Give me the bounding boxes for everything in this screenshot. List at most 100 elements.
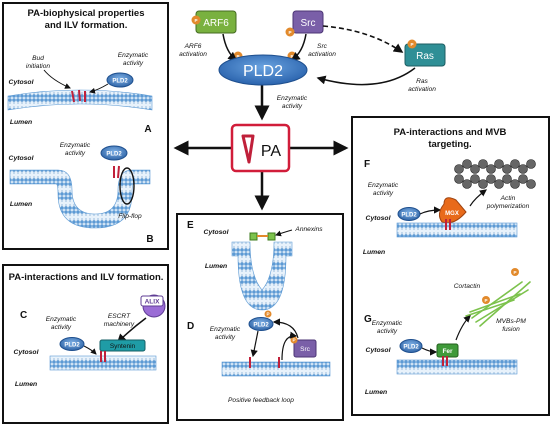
ras-activation-line1: Ras: [416, 78, 428, 85]
pa-lipids-g: [442, 356, 448, 366]
pld2-a: [106, 72, 134, 88]
pa-label: PA: [261, 143, 281, 160]
svg-text:PLD2: PLD2: [401, 213, 417, 219]
src-box-d: [293, 339, 317, 358]
svg-text:P: P: [266, 312, 269, 317]
annexins-label: Annexins: [294, 226, 323, 233]
pld2-ellipse: [218, 54, 308, 86]
phospho-icon: [407, 39, 417, 49]
e-lumen: Lumen: [205, 263, 227, 270]
f-enzymatic-line1: Enzymatic: [368, 182, 399, 189]
letter-a: A: [144, 124, 151, 135]
c-enzymatic-line2: activity: [51, 324, 72, 331]
svg-text:PLD2: PLD2: [112, 79, 128, 85]
flip-flop-arrow-icon: [119, 167, 135, 205]
ilv-title: PA-interactions and ILV formation.: [9, 272, 164, 283]
letter-f: F: [364, 159, 370, 170]
annexin-right: [267, 232, 276, 241]
a-lumen: Lumen: [10, 119, 32, 126]
src-activation-line1: Src: [317, 43, 328, 50]
panel-ilv-frame: [2, 264, 169, 424]
ras-activation-line2: activation: [408, 86, 436, 93]
g-enzymatic-line1: Enzymatic: [372, 320, 403, 327]
svg-text:PLD2: PLD2: [253, 323, 269, 329]
bud-initiation-line2: initiation: [26, 63, 51, 70]
b-enzymatic-line2: activity: [65, 150, 86, 157]
letter-b: B: [146, 234, 153, 245]
cortactin-fibers-icon: [465, 281, 531, 327]
a-enzymatic-line2: activity: [123, 60, 144, 67]
membrane-c: [49, 355, 157, 371]
pa-lipids-b: [113, 165, 120, 179]
f-cytosol: Cytosol: [366, 215, 391, 222]
panel-mvb: PA-interactions and MVB targeting. F Enz…: [363, 127, 536, 396]
letter-c: C: [20, 310, 27, 321]
pa-lipids-d: [249, 357, 280, 368]
membrane-f: [396, 222, 518, 238]
phospho-icon: [264, 310, 272, 318]
panel-biophysical-frame: [2, 2, 169, 250]
letter-g: G: [364, 314, 372, 325]
center-enzymatic-line2: activity: [282, 103, 303, 110]
escrt-line1: ESCRT: [108, 313, 131, 320]
mgx-blob: [438, 197, 467, 224]
b-lumen: Lumen: [10, 201, 32, 208]
phospho-icon: [482, 296, 490, 304]
b-cytosol: Cytosol: [9, 155, 34, 162]
panel-biophysical: PA-biophysical properties and ILV format…: [7, 8, 154, 245]
mvb-title-line2: targeting.: [428, 139, 471, 150]
svg-text:P: P: [194, 18, 197, 23]
c-enzymatic-line1: Enzymatic: [46, 316, 77, 323]
membrane-e: [231, 241, 293, 311]
panel-ilv: PA-interactions and ILV formation. ESCRT…: [9, 272, 166, 388]
membrane-d: [221, 361, 331, 377]
pa-lipids-f: [445, 219, 451, 230]
panel-d: D Enzymatic activity PLD2 Src P P Positi…: [187, 310, 331, 404]
bud-initiation-line1: Bud: [32, 55, 44, 62]
phospho-icon: [191, 15, 201, 25]
center-cluster: ARF6 Src Ras P P P P P PLD2 ARF6 activat…: [179, 10, 446, 173]
svg-text:P: P: [484, 298, 487, 303]
mvbs-fusion-line1: MVBs-PM: [496, 318, 526, 325]
svg-text:P: P: [513, 270, 516, 275]
c-cytosol: Cytosol: [14, 349, 39, 356]
svg-text:PLD2: PLD2: [106, 152, 122, 158]
svg-text:P: P: [410, 42, 413, 47]
membrane-g: [396, 359, 518, 375]
src-label-d: Src: [300, 346, 311, 353]
pa-lipid-icon: [241, 134, 255, 164]
arf6-label: ARF6: [203, 18, 229, 29]
cortactin-label: Cortactin: [454, 283, 481, 290]
actin-line1: Actin: [500, 195, 516, 202]
actin-line2: polymerization: [486, 203, 530, 210]
f-enzymatic-line2: activity: [373, 190, 394, 197]
fer-label: Fer: [442, 348, 453, 355]
biophysical-title-line1: PA-biophysical properties: [27, 8, 144, 19]
d-enzymatic-line2: activity: [215, 334, 236, 341]
a-enzymatic-line1: Enzymatic: [118, 52, 149, 59]
f-lumen: Lumen: [363, 249, 385, 256]
mvbs-fusion-line2: fusion: [502, 326, 520, 333]
phospho-icon: [511, 268, 519, 276]
d-enzymatic-line1: Enzymatic: [210, 326, 241, 333]
escrt-line2: machinery: [104, 321, 135, 328]
svg-text:PLD2: PLD2: [403, 345, 419, 351]
pld2-c: [59, 337, 85, 351]
pa-lipids-a: [71, 89, 86, 103]
src-activation-line2: activation: [308, 51, 336, 58]
flip-flop-label: Flip-flop: [118, 213, 142, 220]
pld2-g: [399, 339, 423, 353]
pld2-label: PLD2: [243, 63, 283, 80]
src-box: [292, 10, 324, 34]
b-enzymatic-line1: Enzymatic: [60, 142, 91, 149]
annexin-left: [249, 232, 258, 241]
g-cytosol: Cytosol: [366, 347, 391, 354]
a-cytosol: Cytosol: [9, 79, 34, 86]
src-label: Src: [301, 18, 316, 29]
biophysical-title-line2: and ILV formation.: [45, 20, 128, 31]
ras-label: Ras: [416, 51, 434, 62]
svg-text:P: P: [292, 338, 295, 343]
alix-label: ALIX: [145, 299, 160, 306]
arf6-activation-line2: activation: [179, 51, 207, 58]
mvb-title-line1: PA-interactions and MVB: [394, 127, 507, 138]
